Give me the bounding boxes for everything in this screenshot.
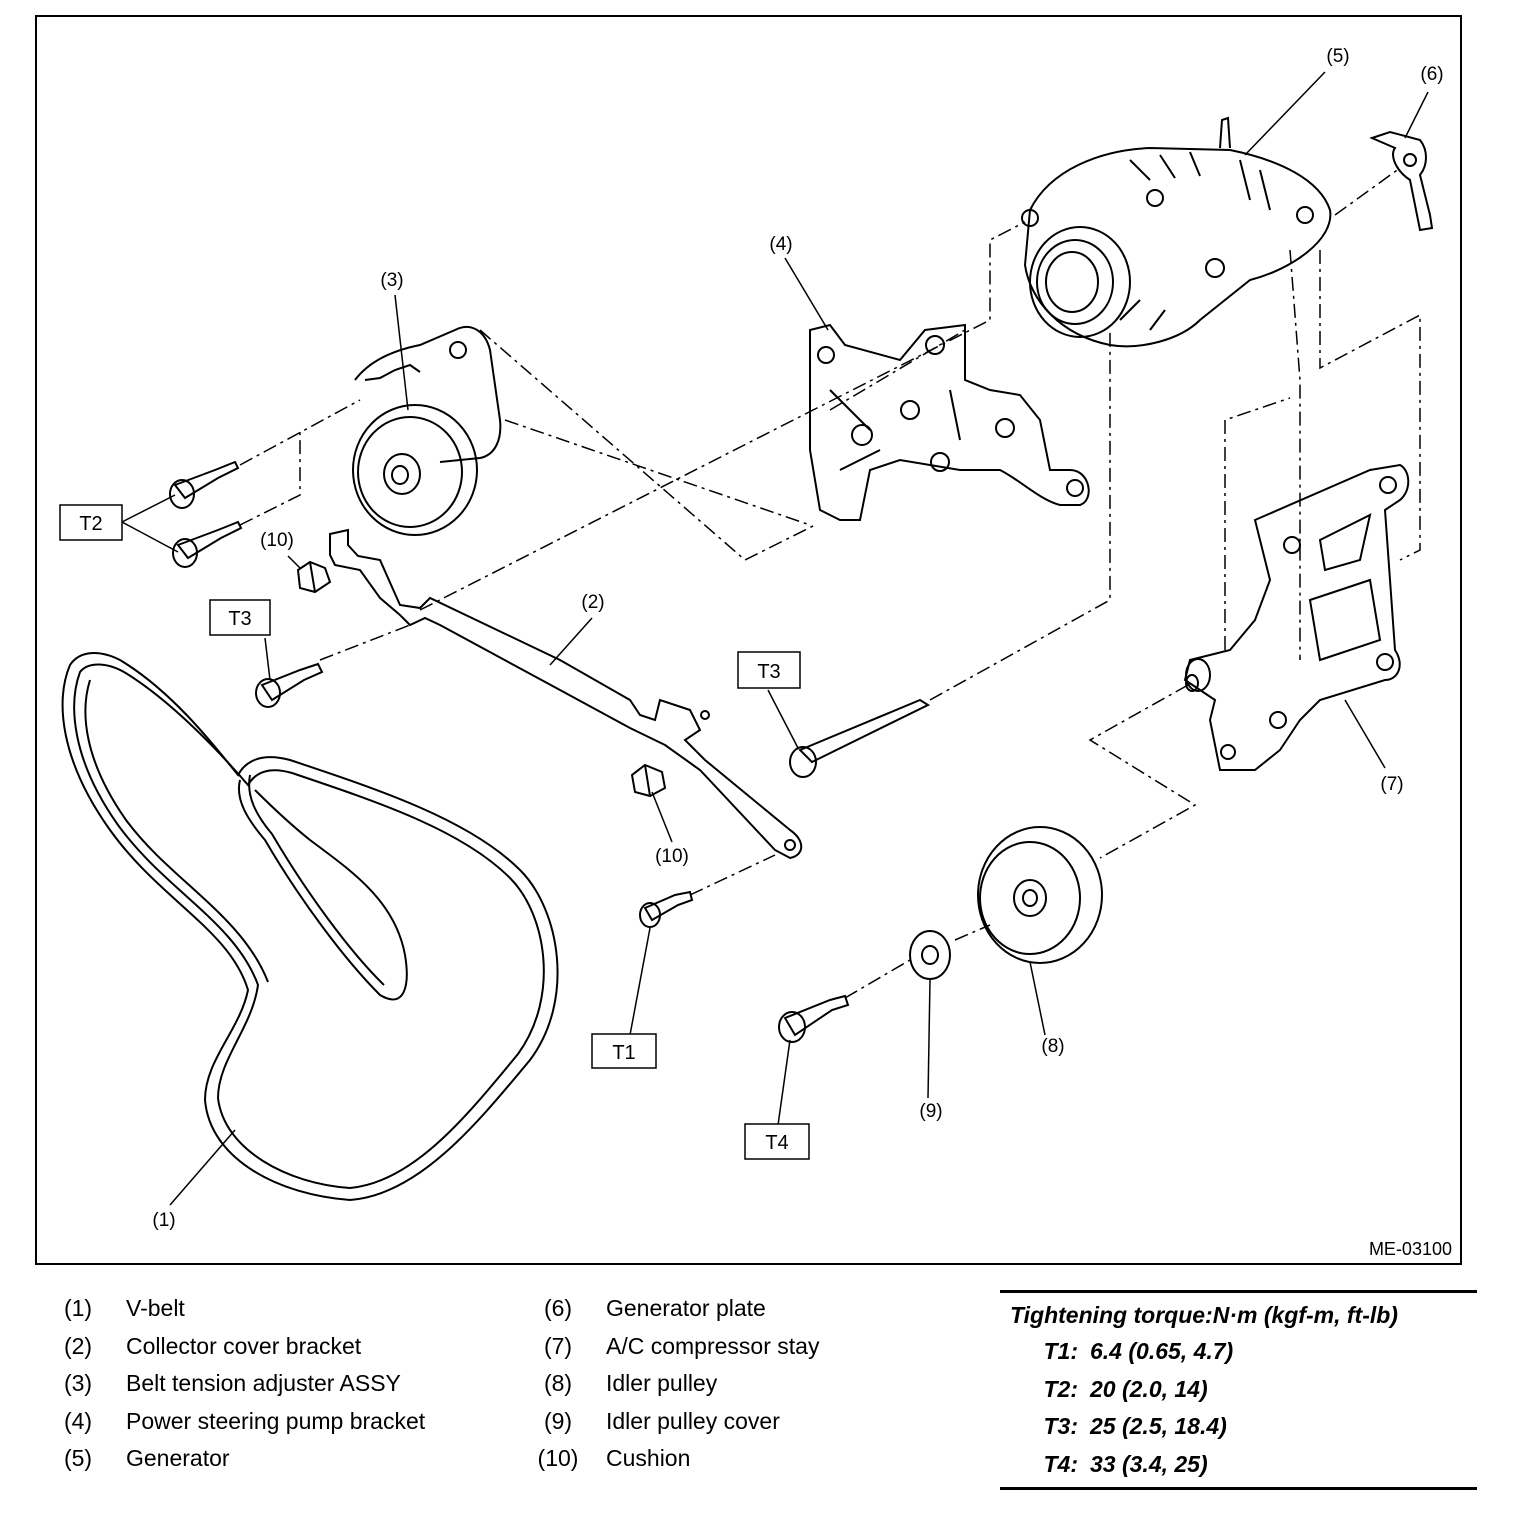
legend-left: (1)V-belt (2)Collector cover bracket (3)… [46,1290,425,1478]
torque-row: T4:33 (3.4, 25) [1043,1450,1208,1477]
legend-item: (5)Generator [63,1445,230,1471]
cushions [296,560,667,798]
legend-item: (2)Collector cover bracket [63,1332,362,1359]
legend-item: (10)Cushion [537,1445,691,1471]
callout-1: (1) [152,1210,175,1231]
legend-item: (7)A/C compressor stay [543,1332,820,1359]
torque-table: Tightening torque:N·m (kgf-m, ft-lb) T1:… [1000,1290,1477,1490]
leader-lines [121,71,1429,1206]
svg-text:T2: T2 [79,513,102,535]
torque-row: T2:20 (2.0, 14) [1043,1375,1208,1402]
legend-item: (3)Belt tension adjuster ASSY [63,1370,401,1396]
generator-plate [1369,130,1434,232]
t3-bolt-left [255,662,324,708]
callout-7: (7) [1380,774,1403,795]
belt-tension-adjuster [352,325,502,536]
t4-bolt [778,994,850,1043]
idler-pulley-cover [909,930,951,980]
svg-text:T3: T3 [757,661,780,683]
svg-text:T3: T3 [228,608,251,630]
assembly-lines [239,167,1421,999]
legend-item: (8)Idler pulley [543,1370,718,1396]
callout-9: (9) [919,1101,942,1122]
ac-compressor-stay [1183,463,1410,771]
legend-item: (1)V-belt [63,1295,185,1321]
torque-row: T3:25 (2.5, 18.4) [1043,1413,1227,1439]
svg-text:T1: T1 [612,1042,635,1064]
callout-10-upper: (10) [260,530,294,551]
legend-item: (6)Generator plate [543,1295,766,1321]
t1-bolt [639,890,694,928]
svg-text:T4: T4 [765,1132,788,1154]
exploded-diagram: T2 T3 T3 T1 T4 (1) (2) (3) (4) (5) (6) (… [35,15,1462,1265]
torque-tag-t4: T4 [744,1123,810,1160]
legend-item: (4)Power steering pump bracket [63,1407,426,1434]
diagram-frame [35,15,1462,1265]
figure-code: ME-03100 [1369,1239,1452,1259]
torque-tag-t1: T1 [591,1033,657,1069]
generator [1021,116,1332,348]
callout-6: (6) [1420,64,1443,85]
torque-row: T1:6.4 (0.65, 4.7) [1043,1338,1234,1364]
legend-item: (9)Idler pulley cover [543,1407,780,1434]
callout-2: (2) [581,592,604,613]
torque-tag-t3-right: T3 [737,651,801,689]
idler-pulley [977,826,1103,964]
v-belt [61,652,559,1202]
power-steering-pump-bracket [809,323,1090,521]
callout-8: (8) [1041,1036,1064,1057]
callout-10-lower: (10) [655,846,689,867]
callout-4: (4) [769,234,792,255]
t2-bolts [169,460,243,568]
torque-tag-t2: T2 [59,504,123,541]
legend-middle: (6)Generator plate (7)A/C compressor sta… [526,1290,820,1478]
callout-5: (5) [1326,46,1349,67]
torque-title: Tightening torque:N·m (kgf-m, ft-lb) [1010,1302,1398,1328]
collector-cover-bracket [329,528,803,860]
callout-3: (3) [380,270,403,291]
torque-tag-t3-left: T3 [209,599,271,636]
t3-bolt-long [789,698,931,778]
